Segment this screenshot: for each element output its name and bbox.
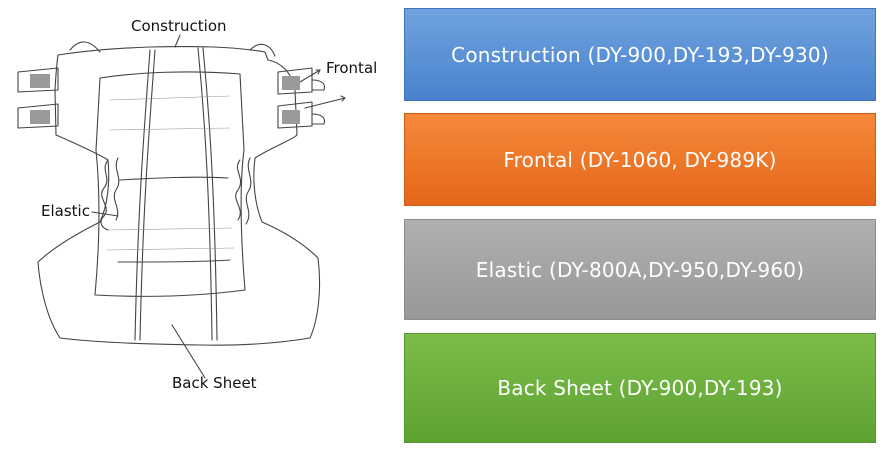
elastic-right (235, 159, 242, 221)
panel-construction: Construction (DY-900,DY-193,DY-930) (404, 8, 876, 101)
callout-back-sheet: Back Sheet (172, 374, 257, 392)
tab-fastener (30, 74, 50, 88)
callout-elastic: Elastic (41, 202, 90, 220)
diaper-diagram (17, 34, 346, 379)
callout-construction: Construction (131, 17, 227, 35)
absorbent-pad (94, 71, 246, 297)
callout-frontal: Frontal (326, 59, 378, 77)
panel-back-sheet: Back Sheet (DY-900,DY-193) (404, 333, 876, 443)
diaper-outline (37, 45, 321, 346)
elastic-left (100, 159, 109, 231)
panel-frontal: Frontal (DY-1060, DY-989K) (404, 113, 876, 206)
panel-elastic: Elastic (DY-800A,DY-950,DY-960) (404, 219, 876, 320)
